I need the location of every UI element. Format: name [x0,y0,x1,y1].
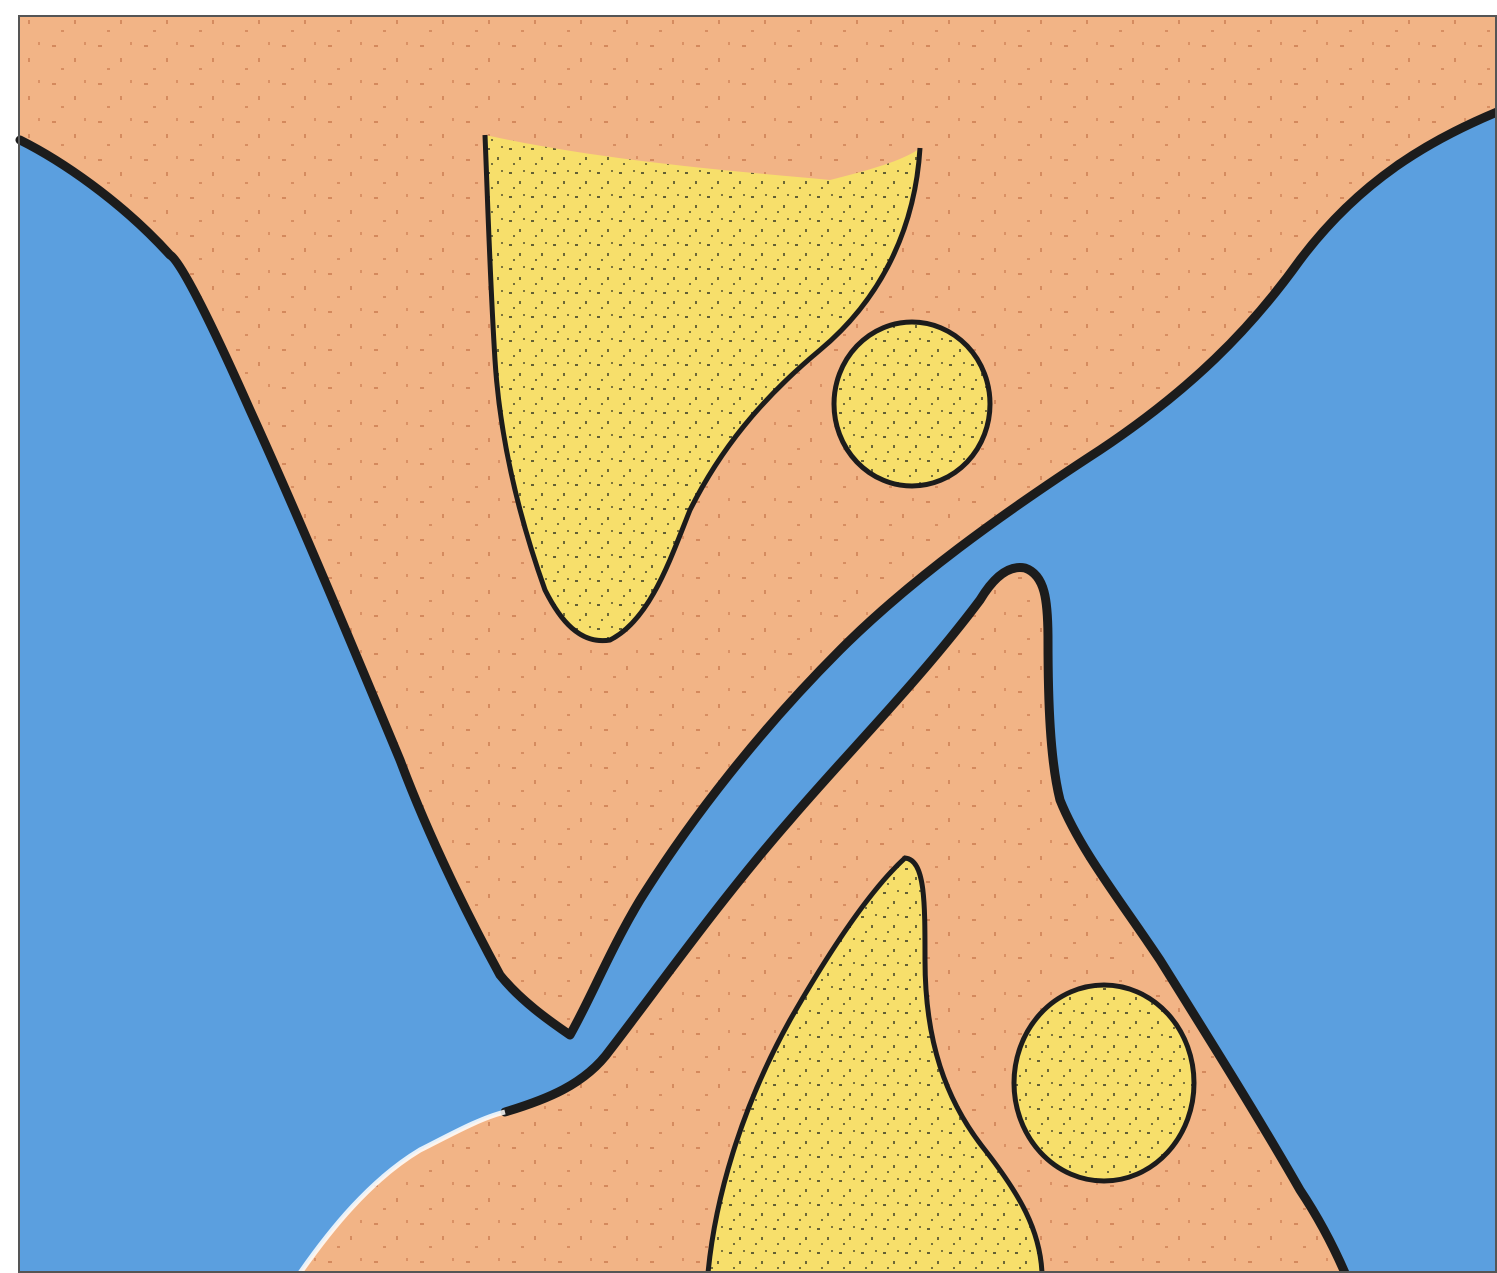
diagram-figure [0,0,1497,1273]
diagram-svg [0,0,1497,1273]
